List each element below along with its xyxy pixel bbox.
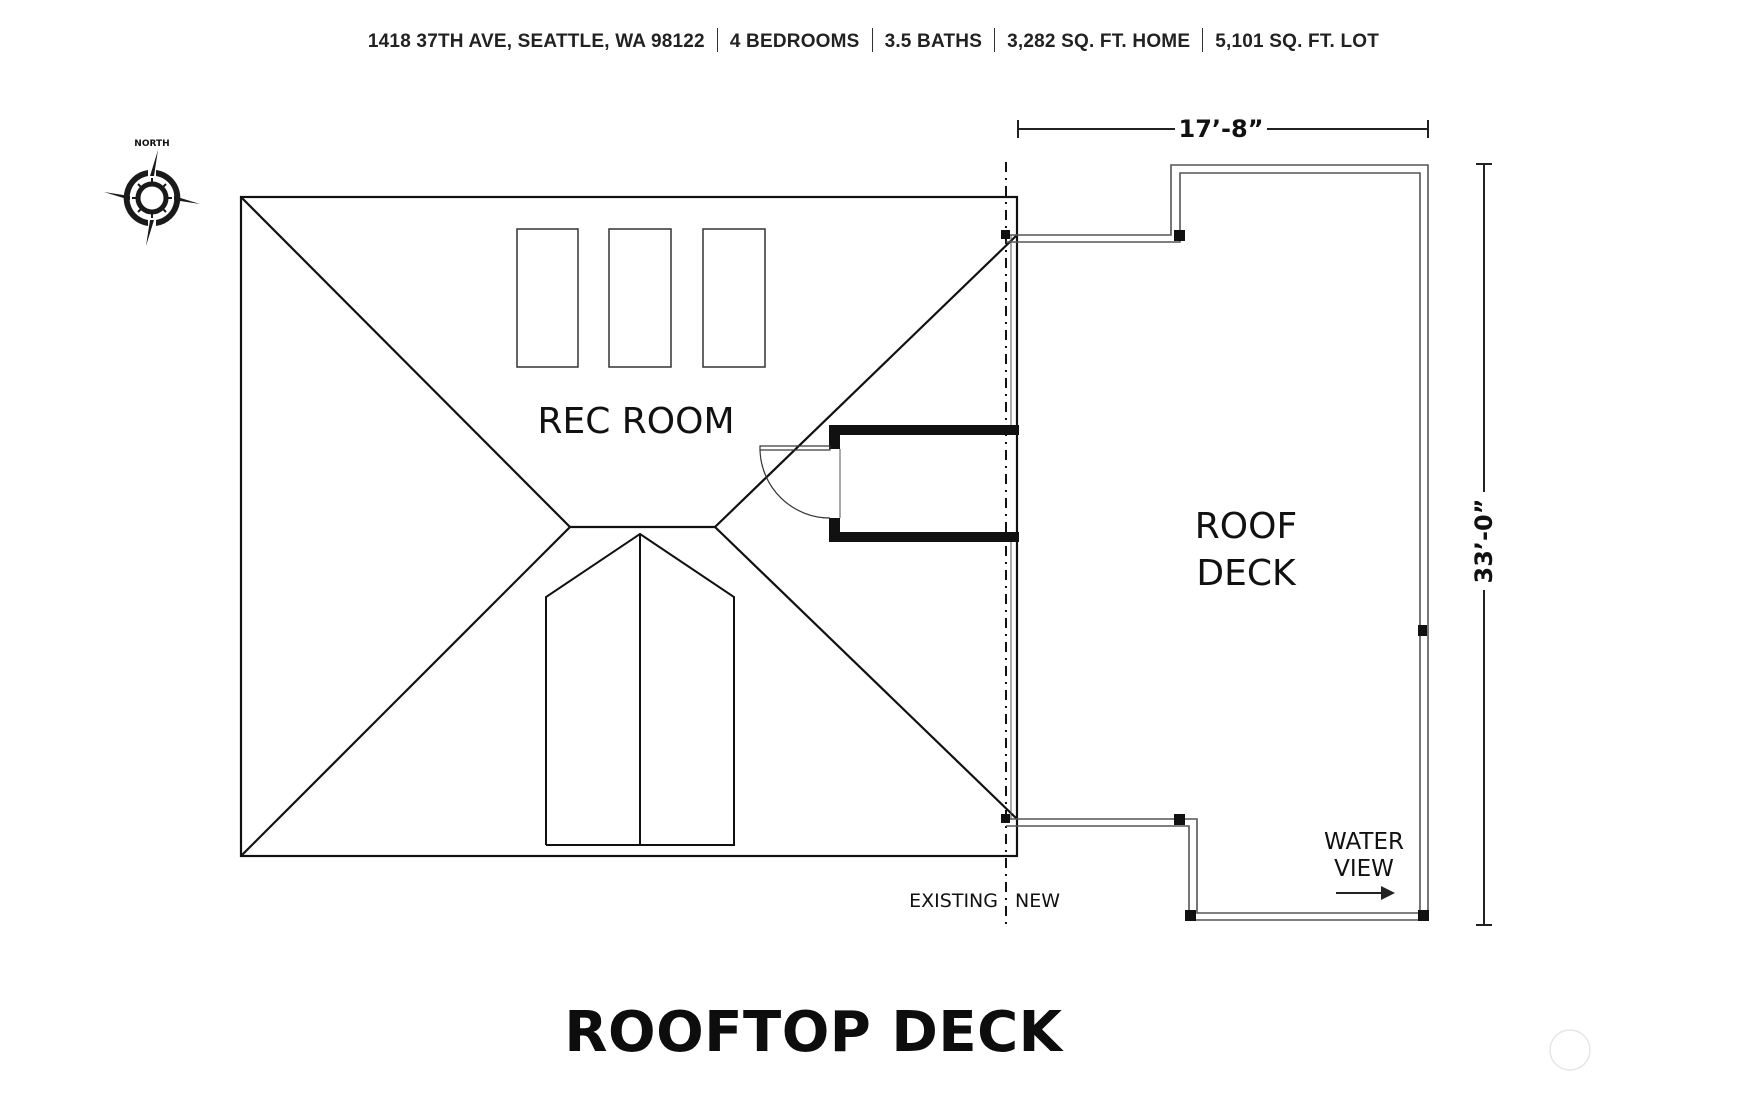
- header-lot-sqft: 5,101 SQ. FT. LOT: [1215, 31, 1380, 52]
- water-view-label-line2: VIEW: [1334, 856, 1394, 882]
- property-summary-header: 1418 37TH AVE, SEATTLE, WA 98122 4 BEDROO…: [0, 28, 1747, 53]
- water-view-label-line1: WATER: [1324, 829, 1404, 855]
- watermark-logo-icon: [1549, 1029, 1591, 1071]
- dormer: [545, 532, 735, 846]
- existing-building-roof: [239, 195, 1019, 858]
- compass-north-label: NORTH: [134, 139, 169, 149]
- width-dimension-label: 17’-8”: [1179, 115, 1264, 143]
- rec-room-label: REC ROOM: [537, 401, 734, 442]
- height-dimension: [1476, 163, 1492, 926]
- header-baths: 3.5 BATHS: [884, 31, 983, 52]
- skylight: [702, 228, 766, 368]
- skylight: [516, 228, 579, 368]
- header-home-sqft: 3,282 SQ. FT. HOME: [1007, 31, 1191, 52]
- header-divider: [716, 28, 718, 52]
- skylights: [516, 228, 766, 368]
- existing-label: EXISTING: [909, 890, 998, 912]
- page-title: ROOFTOP DECK: [564, 1000, 1063, 1065]
- roof-deck-label-line2: DECK: [1196, 553, 1297, 594]
- deck-posts: [1001, 230, 1429, 921]
- door-swing[interactable]: [759, 445, 831, 519]
- header-divider: [1202, 28, 1204, 52]
- skylight: [608, 228, 672, 368]
- new-label: NEW: [1015, 890, 1060, 912]
- header-divider: [871, 28, 873, 52]
- header-bedrooms: 4 BEDROOMS: [729, 31, 860, 52]
- stair-access-walls: [829, 425, 1019, 542]
- roof-deck-label-line1: ROOF: [1195, 506, 1297, 547]
- compass-rose-icon: NORTH: [104, 139, 200, 246]
- header-address: 1418 37TH AVE, SEATTLE, WA 98122: [367, 31, 705, 52]
- width-dimension: [1017, 120, 1429, 138]
- right-arrow-icon: [1336, 886, 1395, 900]
- header-divider: [994, 28, 996, 52]
- height-dimension-label: 33’-0”: [1470, 499, 1498, 584]
